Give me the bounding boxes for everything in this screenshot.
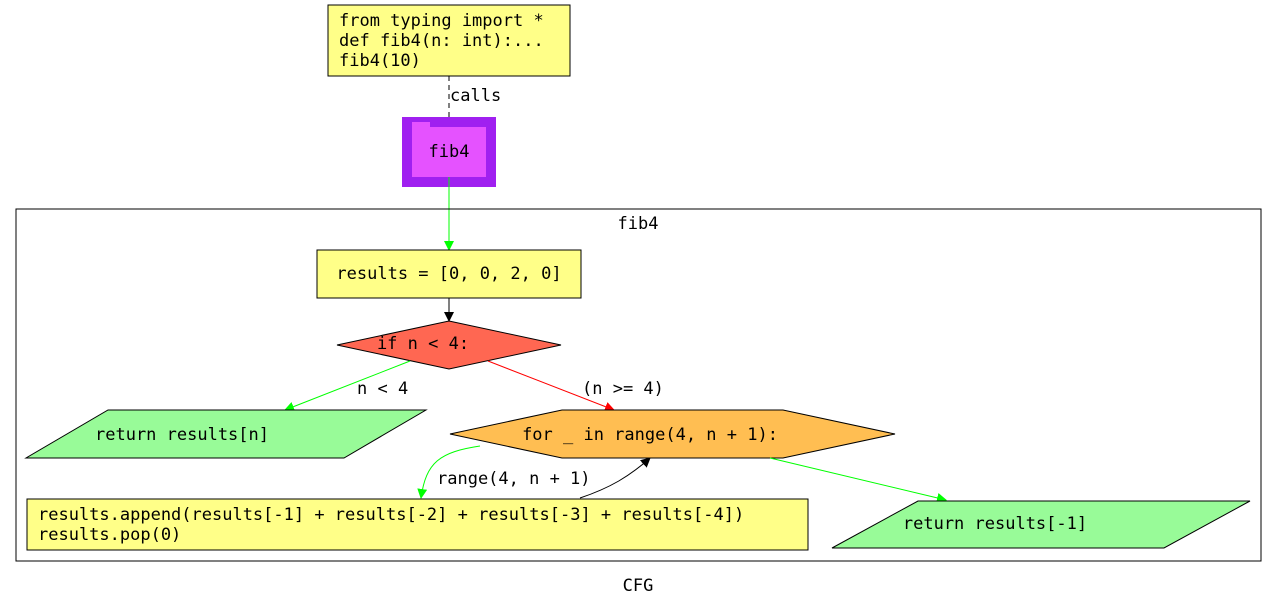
edge-body-to-loop bbox=[579, 457, 651, 499]
loop-body-node: results.append(results[-1] + results[-2]… bbox=[26, 498, 809, 551]
diagram-caption: CFG bbox=[623, 576, 654, 596]
edge-true-branch: n < 4 bbox=[284, 360, 411, 412]
return-n-node: return results[n] bbox=[24, 409, 428, 459]
entry-code-line-3: fib4(10) bbox=[339, 51, 421, 71]
edge-false-label: (n >= 4) bbox=[582, 379, 664, 399]
assign-node: results = [0, 0, 2, 0] bbox=[316, 249, 582, 299]
assign-node-text: results = [0, 0, 2, 0] bbox=[336, 264, 561, 284]
edge-false-branch: (n >= 4) bbox=[487, 360, 664, 412]
function-node-label: fib4 bbox=[429, 142, 470, 162]
condition-node-text: if n < 4: bbox=[377, 334, 469, 354]
loop-node: for _ in range(4, n + 1): bbox=[449, 409, 896, 459]
edge-loop-to-body: range(4, n + 1) bbox=[417, 445, 591, 499]
calls-edge-label: calls bbox=[450, 86, 501, 106]
return-last-node: return results[-1] bbox=[831, 500, 1251, 549]
edge-true-label: n < 4 bbox=[357, 379, 408, 399]
edge-loop-label: range(4, n + 1) bbox=[437, 469, 591, 489]
cluster-fib4: fib4 bbox=[15, 208, 1262, 562]
function-node-fib4: fib4 bbox=[402, 117, 496, 187]
return-n-text: return results[n] bbox=[95, 425, 269, 445]
loop-node-text: for _ in range(4, n + 1): bbox=[522, 425, 778, 445]
cluster-title: fib4 bbox=[618, 214, 659, 234]
entry-code-line-2: def fib4(n: int):... bbox=[339, 31, 544, 51]
loop-body-line-1: results.append(results[-1] + results[-2]… bbox=[38, 505, 744, 525]
entry-code-node: from typing import * def fib4(n: int):..… bbox=[327, 4, 571, 77]
loop-body-line-2: results.pop(0) bbox=[38, 525, 181, 545]
calls-edge: calls bbox=[444, 76, 501, 129]
condition-node: if n < 4: bbox=[336, 320, 562, 370]
return-last-text: return results[-1] bbox=[903, 514, 1087, 534]
entry-code-line-1: from typing import * bbox=[339, 11, 544, 31]
edge-loop-to-return-last bbox=[769, 457, 947, 503]
